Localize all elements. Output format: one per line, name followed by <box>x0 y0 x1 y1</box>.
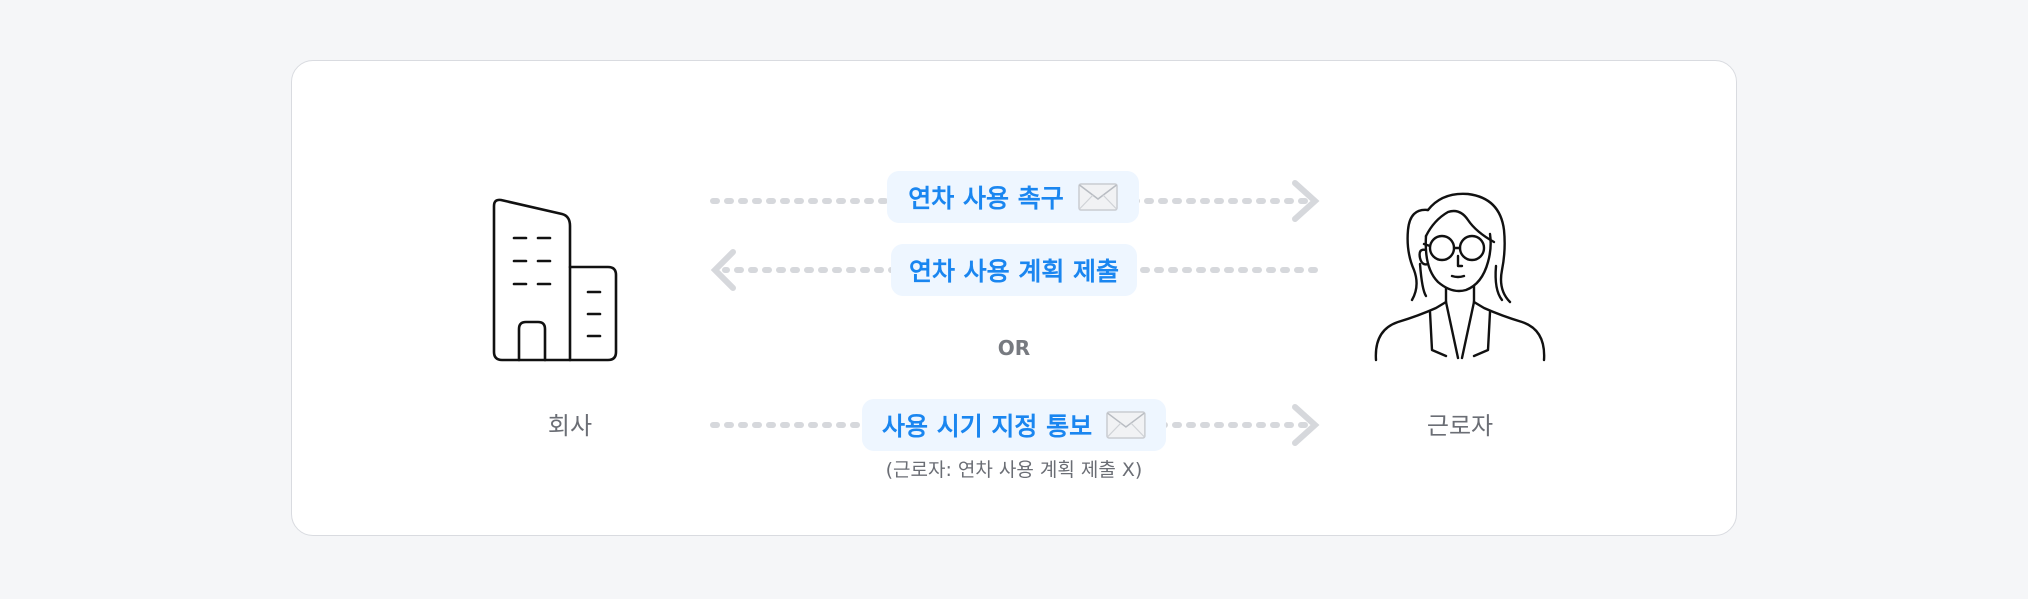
arrow-plan-head <box>710 249 736 291</box>
arrow-notice-head <box>1292 404 1320 446</box>
notice-note: (근로자: 연차 사용 계획 제출 X) <box>885 459 1143 481</box>
request-pill: 연차 사용 촉구 <box>887 171 1139 223</box>
woman-with-glasses-icon <box>1374 192 1546 362</box>
notice-pill: 사용 시기 지정 통보 <box>862 399 1166 451</box>
plan-submit-pill: 연차 사용 계획 제출 <box>891 244 1137 296</box>
plan-submit-label: 연차 사용 계획 제출 <box>908 257 1120 286</box>
worker-label: 근로자 <box>1426 412 1494 440</box>
or-label: OR <box>997 336 1031 360</box>
envelope-icon <box>1077 183 1118 211</box>
request-label: 연차 사용 촉구 <box>908 184 1064 213</box>
diagram-card <box>291 60 1737 536</box>
building-icon <box>492 198 618 362</box>
envelope-icon <box>1106 411 1146 439</box>
arrow-request-head <box>1292 180 1320 222</box>
notice-label: 사용 시기 지정 통보 <box>882 412 1093 441</box>
company-label: 회사 <box>547 412 593 440</box>
